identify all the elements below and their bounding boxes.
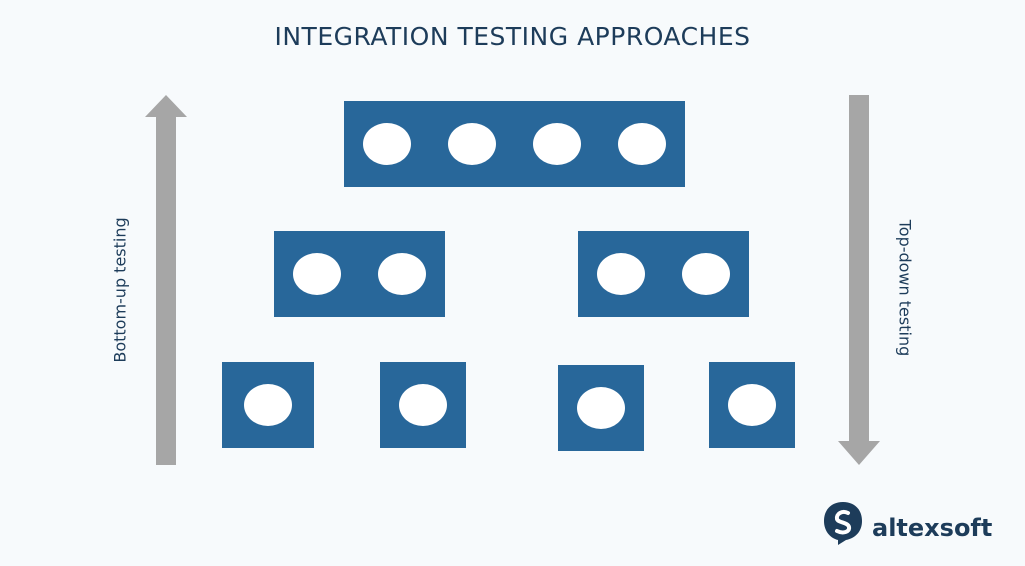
bottom-up-arrow-icon [145, 95, 187, 465]
top-down-arrow-icon [838, 95, 880, 465]
module-top-1 [344, 101, 430, 187]
module-bottom-2 [380, 362, 466, 448]
module-top-2 [429, 101, 515, 187]
module-top-3 [514, 101, 600, 187]
module-bottom-3 [558, 365, 644, 451]
diagram-title: INTEGRATION TESTING APPROACHES [274, 22, 751, 51]
module-mid-2 [359, 231, 445, 317]
module-mid-1 [274, 231, 360, 317]
module-bottom-4 [709, 362, 795, 448]
module-mid-3 [578, 231, 664, 317]
module-top-4 [599, 101, 685, 187]
bottom-up-label: Bottom-up testing [110, 217, 130, 363]
logo-wordmark: altexsoft [872, 514, 993, 542]
top-down-label: Top-down testing [895, 219, 915, 357]
altexsoft-logo: altexsoft [822, 500, 992, 546]
altexsoft-logo-icon [824, 502, 862, 545]
module-mid-4 [663, 231, 749, 317]
module-bottom-1 [222, 362, 314, 448]
